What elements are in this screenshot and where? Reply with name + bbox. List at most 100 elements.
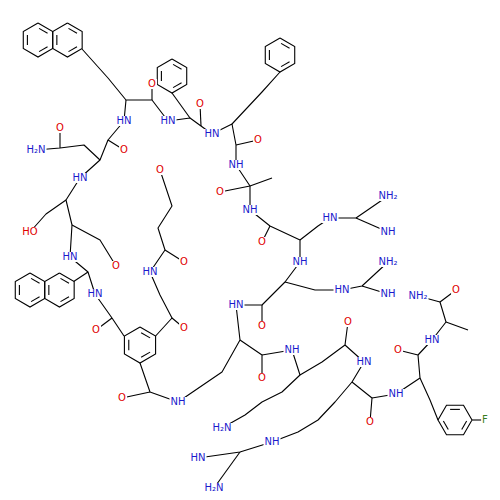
aromatic-ring — [438, 405, 472, 434]
bond-line — [66, 140, 112, 318]
atom-label: H₂N — [25, 145, 46, 155]
atom-label: NH — [242, 205, 259, 215]
aromatic-ring — [157, 59, 186, 93]
atom-label: O — [91, 325, 101, 335]
bond-line — [172, 93, 190, 118]
bond-line — [232, 72, 280, 124]
atom-label: O — [257, 321, 267, 331]
atom-label: HN — [322, 213, 339, 223]
aromatic-ring — [53, 23, 82, 57]
bond-line — [150, 272, 172, 318]
aromatic-ring — [45, 273, 74, 307]
atom-label: HN — [160, 116, 177, 126]
atom-label: O — [393, 345, 403, 355]
bond-line — [150, 170, 172, 272]
bond-line — [372, 350, 420, 398]
atom-label: O — [147, 79, 157, 89]
atom-label: NH — [292, 257, 309, 267]
double-bond — [69, 28, 77, 33]
atom-label: H₂N — [203, 483, 224, 493]
atom-label: NH — [170, 397, 187, 407]
bond-line — [352, 382, 372, 422]
double-bond-group — [19, 28, 466, 429]
double-bond — [61, 278, 69, 283]
atom-label: O — [257, 373, 267, 383]
atom-label: H₂N — [211, 423, 232, 433]
atom-label: HN — [356, 357, 373, 367]
atom-label: HN — [62, 252, 79, 262]
atom-label: O — [365, 417, 375, 427]
atom-label: O — [215, 187, 225, 197]
atom-label: O — [155, 165, 165, 175]
atom-label: O — [111, 261, 121, 271]
bond-line — [420, 378, 438, 420]
double-bond — [443, 421, 448, 429]
atom-label: NH — [380, 289, 397, 299]
atom-label: F — [481, 415, 489, 425]
double-bond — [141, 352, 150, 357]
double-bond — [48, 285, 49, 295]
bond-line — [74, 272, 88, 282]
atom-label: O — [257, 237, 267, 247]
aromatic-ring — [265, 38, 294, 72]
double-bond — [19, 285, 20, 295]
atom-label: O — [179, 257, 189, 267]
bond-line — [112, 318, 124, 336]
double-bond — [173, 83, 181, 88]
atom-label: O — [253, 135, 263, 145]
atom-label: HN — [87, 289, 104, 299]
double-bond — [141, 333, 150, 338]
atom-label: O — [55, 123, 65, 133]
atom-label: NH — [228, 160, 245, 170]
atom-label: HN — [142, 267, 159, 277]
atom-label: NH₂ — [377, 191, 398, 201]
aromatic-ring — [124, 327, 155, 363]
double-bond — [161, 71, 162, 81]
chain-group — [30, 49, 485, 488]
atom-label: O — [195, 99, 205, 109]
atom-label: HN — [204, 129, 221, 139]
double-bond — [269, 50, 270, 60]
atom-label: HN — [190, 453, 207, 463]
double-bond — [31, 297, 39, 302]
bond-line — [72, 225, 116, 266]
atom-label: HN — [72, 173, 89, 183]
atom-label: NH₂ — [377, 257, 398, 267]
atom-label: HN — [334, 285, 351, 295]
atom-label: HO — [21, 227, 38, 237]
atom-label: HN — [228, 300, 245, 310]
atom-label: NH — [388, 389, 405, 399]
bond-line — [82, 49, 300, 402]
atom-label: O — [119, 145, 129, 155]
double-bond — [56, 35, 57, 45]
bond-line — [250, 178, 272, 186]
atom-label: O — [451, 285, 461, 295]
atom-label: HN — [116, 116, 133, 126]
double-bond — [61, 297, 69, 302]
double-bond — [281, 62, 289, 67]
aromatic-ring — [23, 23, 52, 57]
double-bond — [173, 64, 181, 69]
double-bond — [27, 35, 28, 45]
double-bond — [281, 43, 289, 48]
double-bond — [450, 409, 460, 410]
bond-line — [446, 322, 468, 330]
double-bond — [31, 278, 39, 283]
double-bond — [69, 47, 77, 52]
atom-label: O — [117, 393, 127, 403]
ring-group — [15, 23, 472, 435]
bond-line — [198, 382, 352, 458]
atom-label: NH — [264, 437, 281, 447]
double-bond — [39, 47, 47, 52]
aromatic-ring — [15, 273, 44, 307]
double-bond — [462, 421, 467, 429]
atom-label: HN — [424, 335, 441, 345]
double-bond — [128, 340, 129, 350]
atom-label: O — [343, 317, 353, 327]
atom-label: NH₂ — [407, 291, 428, 301]
double-bond — [39, 28, 47, 33]
atom-label: NH — [284, 345, 301, 355]
atom-label: NH — [380, 227, 397, 237]
